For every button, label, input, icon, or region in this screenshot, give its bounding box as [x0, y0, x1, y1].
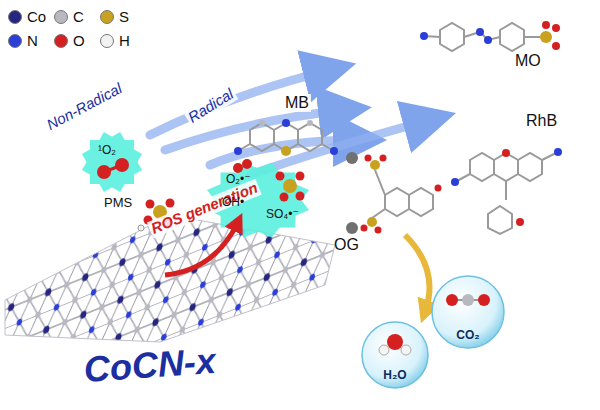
legend-text: C	[73, 8, 84, 25]
catalyst-label: CoCN-x	[83, 341, 217, 390]
legend-swatch	[8, 34, 22, 48]
legend-swatch	[100, 10, 114, 24]
legend-text: N	[27, 32, 38, 49]
legend-swatch	[54, 10, 68, 24]
molecule-label: RhB	[526, 112, 557, 130]
species-label: SO₄•⁻	[266, 208, 299, 221]
legend-entry: C	[54, 8, 84, 25]
molecule-label: MB	[283, 94, 311, 112]
species-label: O₂•⁻	[226, 173, 251, 186]
pathway-label: Non-Radical	[44, 80, 125, 133]
molecule-label: OG	[334, 236, 359, 254]
legend-entry: Co	[8, 8, 46, 25]
species-label: OH•	[222, 196, 244, 209]
legend-swatch	[54, 34, 68, 48]
legend-text: H	[119, 32, 130, 49]
legend-text: S	[119, 8, 129, 25]
legend-swatch	[100, 34, 114, 48]
legend-entry: O	[54, 32, 85, 49]
molecule-label: MO	[515, 52, 541, 70]
product-bubble: CO₂	[432, 276, 504, 348]
legend-text: O	[73, 32, 85, 49]
legend-entry: S	[100, 8, 129, 25]
bubble-text: CO₂	[456, 328, 479, 342]
legend-entry: N	[8, 32, 38, 49]
legend-swatch	[8, 10, 22, 24]
legend-text: Co	[27, 8, 46, 25]
legend-entry: H	[100, 32, 130, 49]
species-label: ¹O₂	[98, 144, 116, 157]
reagent-label: PMS	[104, 196, 132, 210]
bubble-text: H₂O	[383, 368, 406, 382]
product-bubble: H₂O	[362, 322, 428, 388]
pathway-label: Radical	[184, 85, 239, 128]
